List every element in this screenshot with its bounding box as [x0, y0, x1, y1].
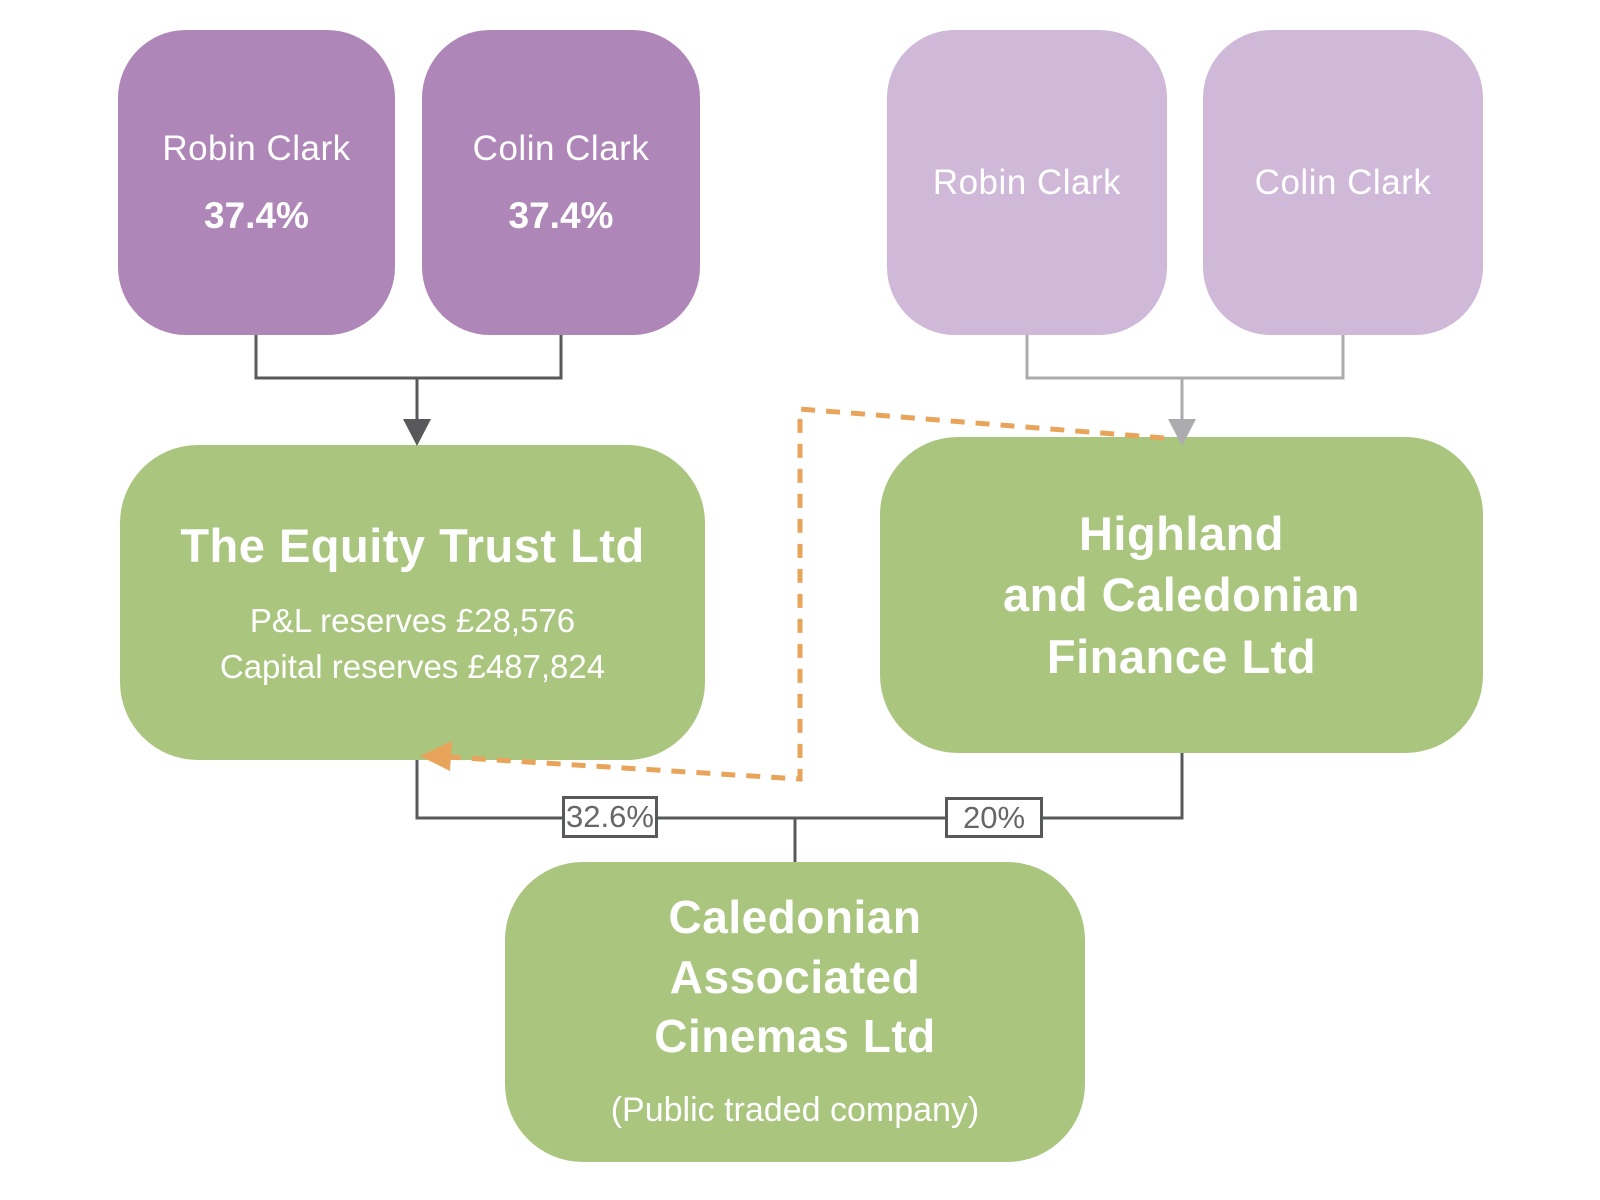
company-title: Caledonian Associated Cinemas Ltd — [654, 890, 936, 1063]
connector-parents-to-cinemas — [415, 753, 1184, 862]
connector-owners-to-equity-trust — [254, 335, 563, 446]
company-subtitle: (Public traded company) — [610, 1091, 980, 1130]
person-name: Robin Clark — [932, 162, 1122, 202]
person-name: Colin Clark — [1254, 162, 1432, 202]
node-colin-clark-direct: Colin Clark 37.4% — [422, 30, 700, 335]
person-stake: 37.4% — [204, 194, 309, 236]
person-name: Robin Clark — [162, 128, 351, 168]
arrow-down-icon — [403, 419, 431, 446]
node-robin-clark-secondary: Robin Clark — [887, 30, 1167, 335]
node-colin-clark-secondary: Colin Clark — [1203, 30, 1483, 335]
person-stake: 37.4% — [508, 194, 614, 236]
node-caledonian-associated-cinemas: Caledonian Associated Cinemas Ltd (Publi… — [505, 862, 1085, 1162]
node-equity-trust: The Equity Trust Ltd P&L reserves £28,57… — [120, 445, 705, 760]
person-name: Colin Clark — [472, 128, 650, 168]
edge-label-highland-stake: 20% — [945, 797, 1043, 838]
company-title: Highland and Caledonian Finance Ltd — [1003, 507, 1360, 683]
connector-owners-to-highland — [1025, 335, 1345, 446]
edge-label-equity-stake: 32.6% — [562, 796, 658, 838]
company-reserves: P&L reserves £28,576 Capital reserves £4… — [219, 601, 606, 686]
node-robin-clark-direct: Robin Clark 37.4% — [118, 30, 395, 335]
node-highland-caledonian-finance: Highland and Caledonian Finance Ltd — [880, 437, 1483, 753]
company-title: The Equity Trust Ltd — [180, 518, 645, 572]
